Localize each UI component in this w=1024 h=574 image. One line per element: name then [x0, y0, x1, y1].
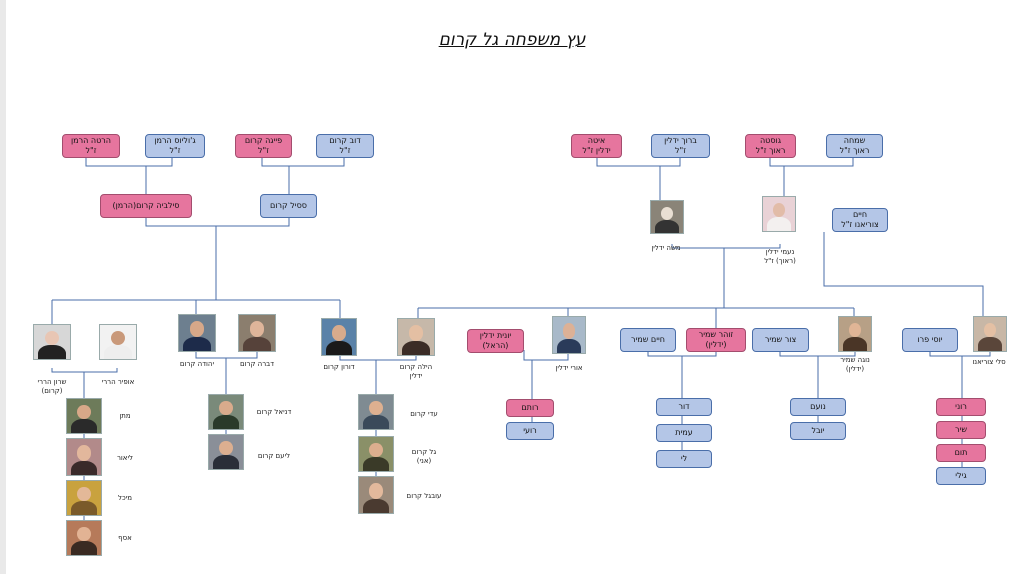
- grandchild-box: רועי: [506, 422, 554, 440]
- photo-adi: [358, 394, 394, 430]
- photo-michal: [66, 480, 102, 516]
- photo-gal: [358, 436, 394, 472]
- photo-liam: [208, 434, 244, 470]
- person-label: ליאור: [116, 454, 134, 462]
- photo-sharon: [33, 324, 71, 360]
- grandchild-box: שיר: [936, 421, 986, 439]
- child-box: יוסי פרו: [902, 328, 958, 352]
- person-label: מתן: [119, 412, 131, 420]
- grandparent-box: גוסטה ראוך ז"ל: [745, 134, 796, 158]
- photo-doron: [321, 318, 357, 356]
- photo-hila: [397, 318, 435, 356]
- photo-liar: [66, 438, 102, 476]
- photo-sali: [973, 316, 1007, 352]
- grandchild-box: תום: [936, 444, 986, 462]
- parent-box: ססיל קרום: [260, 194, 317, 218]
- person-label: אופיר הררי: [101, 378, 135, 386]
- parent-box: חיים צוריאנו ז"ל: [832, 208, 888, 232]
- photo-yehuda: [178, 314, 216, 352]
- photo-asaf: [66, 520, 102, 556]
- person-label: נוגה שמיר (ידלין): [840, 356, 870, 373]
- grandparent-box: דוב קרום ז"ל: [316, 134, 374, 158]
- person-label: אסף: [118, 534, 132, 542]
- grandparent-box: שמחה ראוך ז"ל: [826, 134, 883, 158]
- photo-naomi: [762, 196, 796, 232]
- photo-avigail: [358, 476, 394, 514]
- parent-box: סילביה קרום(הרמן): [100, 194, 192, 218]
- grandparent-box: ג'וליוס הרמן ז"ל: [145, 134, 205, 158]
- page-edge: [0, 0, 6, 574]
- grandchild-box: רותם: [506, 399, 554, 417]
- photo-daniel: [208, 394, 244, 430]
- photo-efi: [99, 324, 137, 360]
- grandparent-box: הרטה הרמן ז"ל: [62, 134, 120, 158]
- grandparent-box: איטה ידלין ז"ל: [571, 134, 622, 158]
- photo-ori: [552, 316, 586, 354]
- photo-matan: [66, 398, 102, 434]
- grandchild-box: גילי: [936, 467, 986, 485]
- person-label: גל קרום (אני): [411, 448, 437, 465]
- photo-dvora: [238, 314, 276, 352]
- page-title: עץ משפחה גל קרום: [438, 30, 586, 50]
- grandparent-box: ברוך ידלין ז"ל: [651, 134, 710, 158]
- person-label: יהודה קרום: [179, 360, 215, 368]
- grandchild-box: נועם: [790, 398, 846, 416]
- child-box: צור שמיר: [752, 328, 809, 352]
- child-box: חיים שמיר: [620, 328, 676, 352]
- child-box: זוהר שמיר (ידלין): [686, 328, 746, 352]
- person-label: עובגל קרום: [406, 492, 442, 500]
- photo-moshe: [650, 200, 684, 234]
- person-label: שרון הררי (קרום): [37, 378, 67, 395]
- person-label: ליעם קרום: [257, 452, 291, 460]
- grandchild-box: לי: [656, 450, 712, 468]
- person-label: אורי ידלין: [555, 364, 583, 372]
- person-label: דברה קרום: [239, 360, 275, 368]
- person-label: הילה קרום ידלין: [399, 363, 433, 380]
- grandchild-box: רוני: [936, 398, 986, 416]
- child-box: יונית ידלין (הראל): [467, 329, 524, 353]
- person-label: משה ידלין: [651, 244, 681, 252]
- photo-noga: [838, 316, 872, 352]
- person-label: דורון קרום: [323, 363, 355, 371]
- person-label: דניאל קרום: [256, 408, 292, 416]
- grandchild-box: עמית: [656, 424, 712, 442]
- person-label: מיכל: [118, 494, 132, 502]
- grandparent-box: פייגה קרום ז"ל: [235, 134, 292, 158]
- grandchild-box: יובל: [790, 422, 846, 440]
- person-label: עדי קרום: [410, 410, 438, 418]
- grandchild-box: דור: [656, 398, 712, 416]
- person-label: סלי צוריאנו: [972, 358, 1006, 366]
- person-label: נעמי ידלין (ראוך) ז"ל: [764, 248, 796, 265]
